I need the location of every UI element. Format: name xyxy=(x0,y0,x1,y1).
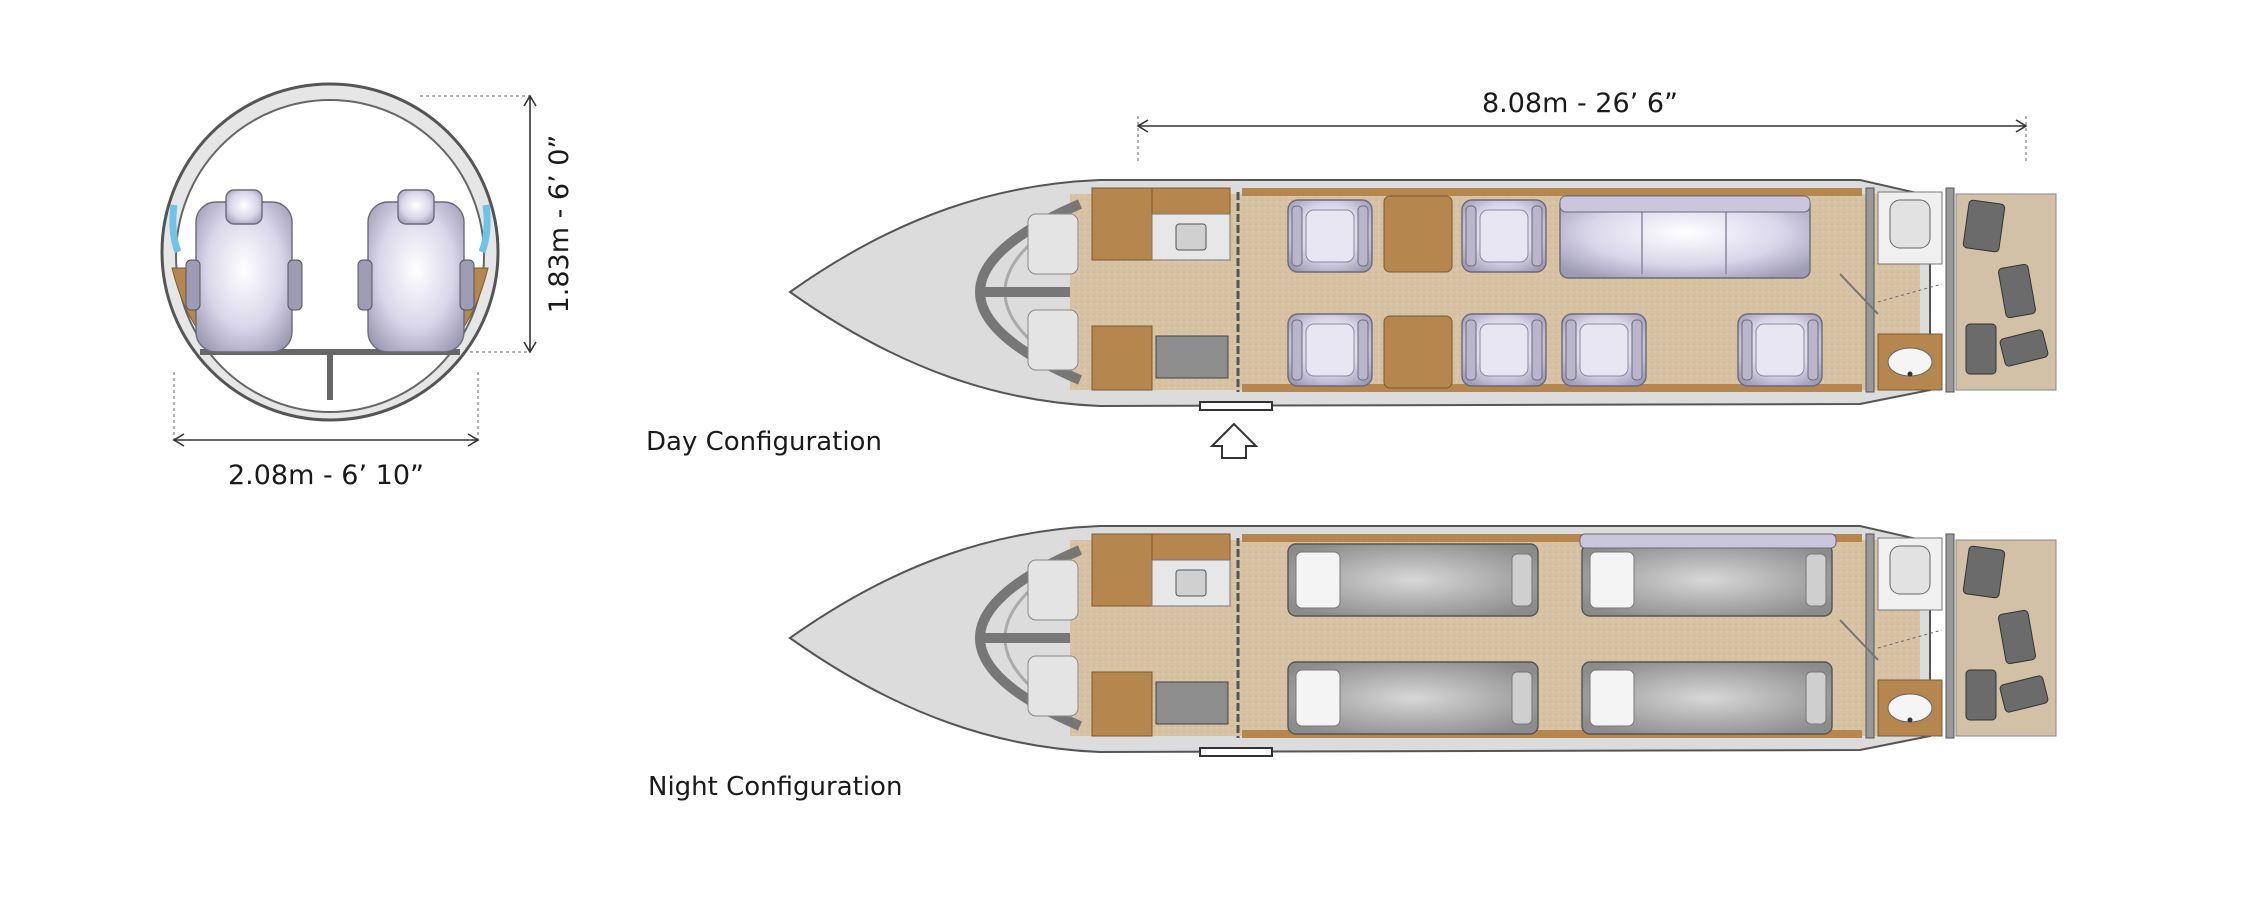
cabin-height-label: 1.83m - 6’ 0” xyxy=(544,135,575,314)
armchair xyxy=(1561,313,1647,387)
cross-section-view: 1.83m - 6’ 0” 2.08m - 6’ 10” xyxy=(160,82,575,491)
up-arrow-icon xyxy=(1209,422,1259,459)
seat-icon-right xyxy=(357,189,475,353)
armchair xyxy=(1737,313,1823,387)
day-configuration-label: Day Configuration xyxy=(646,427,882,457)
day-configuration-plan xyxy=(790,180,2056,411)
cabin-length-label: 8.08m - 26’ 6” xyxy=(1482,88,1678,119)
seat-icon-left xyxy=(185,189,303,353)
bed xyxy=(1581,543,1833,617)
armchair xyxy=(1461,313,1547,387)
armchair xyxy=(1287,313,1373,387)
bed xyxy=(1287,543,1539,617)
armchair xyxy=(1287,199,1373,273)
armchair xyxy=(1461,199,1547,273)
bed xyxy=(1581,661,1833,735)
cabin-length-dimension: 8.08m - 26’ 6” xyxy=(1136,88,2028,162)
cabin-width-label: 2.08m - 6’ 10” xyxy=(228,460,424,491)
night-configuration-plan xyxy=(790,526,2056,757)
bed xyxy=(1287,661,1539,735)
night-configuration-label: Night Configuration xyxy=(648,772,902,802)
